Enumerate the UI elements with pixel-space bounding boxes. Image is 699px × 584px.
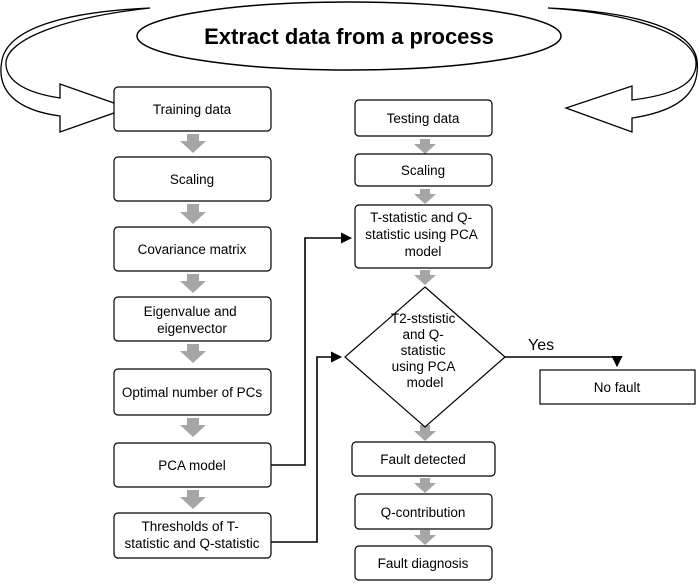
block-arrow <box>414 425 436 441</box>
eigen-box <box>113 296 272 342</box>
no-fault-box <box>539 369 696 405</box>
scaling-box-right <box>354 153 493 187</box>
ring-right-arm <box>547 7 699 133</box>
covariance-label: Covariance matrix <box>138 242 247 257</box>
block-arrow <box>414 139 436 154</box>
block-arrow <box>414 270 436 285</box>
title-ellipse <box>136 1 562 71</box>
pca-model-label: PCA model <box>158 458 226 473</box>
pca-to-statistic-connector <box>271 232 353 466</box>
decision-diamond <box>344 286 506 428</box>
scaling-label-left: Scaling <box>170 172 214 187</box>
scaling-box-left <box>113 156 272 202</box>
optimal-pcs-label: Optimal number of PCs <box>122 385 263 400</box>
title: Extract data from a process <box>204 24 494 49</box>
fault-diagnosis-label: Fault diagnosis <box>378 556 469 571</box>
training-data-label: Training data <box>153 102 232 117</box>
thresholds-label: Thresholds of T- statistic and Q-statist… <box>124 519 259 551</box>
training-data-box <box>113 86 272 132</box>
no-fault-label: No fault <box>594 380 641 395</box>
optimal-pcs-box <box>113 368 272 416</box>
left-column-labels: Training data Scaling Covariance matrix … <box>122 102 263 551</box>
block-arrow <box>180 134 206 153</box>
statistic-box <box>354 204 493 269</box>
thresholds-to-decision-connector <box>271 351 343 543</box>
process-ring: Extract data from a process <box>0 1 699 133</box>
left-column <box>113 86 272 559</box>
connectors <box>271 232 623 543</box>
right-block-arrows <box>414 139 436 545</box>
fault-detected-label: Fault detected <box>380 452 466 467</box>
block-arrow <box>180 490 206 509</box>
thresholds-box <box>113 512 272 559</box>
decision-to-no-fault-connector <box>505 355 623 368</box>
block-arrow <box>180 274 206 293</box>
q-contribution-label: Q-contribution <box>381 505 466 520</box>
q-contribution-box <box>354 493 493 530</box>
block-arrow <box>414 189 436 204</box>
block-arrow <box>414 478 436 493</box>
block-arrow <box>414 530 436 545</box>
testing-data-box <box>354 99 493 137</box>
statistic-label: T-statistic and Q- statistic using PCA m… <box>365 210 481 259</box>
block-arrow <box>180 344 206 363</box>
eigen-label: Eigenvalue and eigenvector <box>144 304 241 336</box>
right-column-labels: Testing data Scaling T-statistic and Q- … <box>365 111 640 571</box>
yes-label: Yes <box>528 337 554 354</box>
left-block-arrows <box>180 134 206 509</box>
fault-detected-box <box>351 441 496 477</box>
testing-data-label: Testing data <box>387 111 460 126</box>
ring-left-arm <box>0 7 151 133</box>
fault-diagnosis-box <box>354 545 493 581</box>
block-arrow <box>180 204 206 224</box>
right-column <box>344 99 696 581</box>
covariance-box <box>113 226 272 272</box>
decision-label: T2-ststistic and Q- statistic using PCA … <box>391 311 459 390</box>
block-arrow <box>180 418 206 437</box>
scaling-label-right: Scaling <box>401 163 445 178</box>
